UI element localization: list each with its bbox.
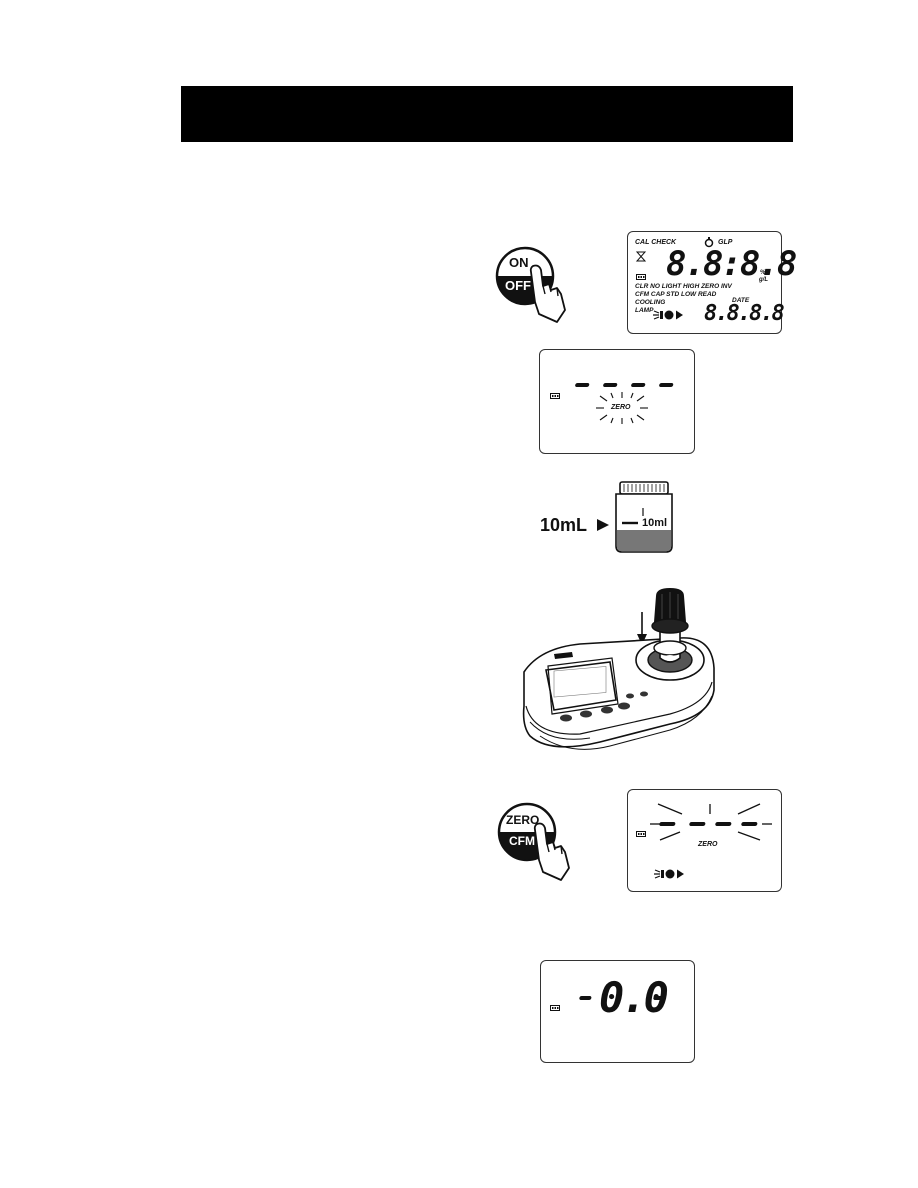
timer-icon — [704, 237, 714, 248]
lamp-label: LAMP — [635, 307, 654, 314]
date-label: DATE — [732, 297, 750, 304]
blinking-dashes-display — [650, 803, 772, 841]
battery-icon — [636, 831, 646, 837]
zero-flash-label: ZERO — [611, 404, 631, 411]
ten-ml-label: 10mL — [540, 515, 588, 535]
main-digits: 8.8:8.8 — [666, 244, 797, 284]
power-button-icon — [495, 246, 566, 323]
dash-right — [653, 996, 666, 1000]
glp-label: GLP — [718, 239, 733, 246]
lcd-zeroing: ZERO — [627, 789, 782, 892]
zero-cfm-button[interactable]: ZERO CFM — [493, 802, 579, 888]
zero-label: ZERO — [506, 813, 540, 827]
battery-icon — [550, 393, 560, 399]
zero-status-label: ZERO — [698, 841, 718, 848]
status-line-1: CLR NO LIGHT HIGH ZERO INV — [635, 283, 732, 290]
section-header-bar — [181, 86, 793, 142]
units-percent: % — [760, 270, 766, 276]
cfm-label: CFM — [509, 834, 535, 848]
cooling-label: COOLING — [635, 299, 666, 306]
lamp-icon — [653, 310, 683, 320]
hourglass-icon — [635, 251, 647, 262]
zero-button-icon — [497, 802, 570, 881]
lcd-zero-reading: 0.0 — [540, 960, 695, 1063]
cal-check-label: CAL CHECK — [635, 239, 677, 246]
lcd-full-display: CAL CHECK GLP 8.8:8.8 % g/L CLR NO LIGHT… — [627, 231, 797, 334]
units-gpl: g/L — [759, 277, 768, 283]
lamp-icon — [654, 869, 684, 879]
hand-press-icon — [533, 822, 570, 881]
on-off-button[interactable]: ON OFF — [491, 244, 571, 324]
battery-icon — [636, 274, 646, 280]
hand-press-icon — [529, 264, 566, 323]
on-label: ON — [509, 255, 529, 270]
vial-fill-label: 10ml — [642, 517, 668, 529]
meter-device-icon[interactable] — [520, 586, 720, 762]
dash-display — [575, 383, 674, 387]
flash-rays-icon — [596, 392, 648, 424]
battery-icon — [550, 1005, 560, 1011]
lcd-zero-prompt: ZERO — [539, 349, 695, 454]
status-line-2: CFM CAP STD LOW READ — [635, 291, 717, 298]
vial-icon — [615, 481, 673, 553]
off-label: OFF — [505, 278, 531, 293]
triangle-arrow-icon — [597, 519, 609, 531]
date-digits: 8.8.8.8 — [704, 301, 785, 326]
dash-left — [579, 996, 592, 1000]
